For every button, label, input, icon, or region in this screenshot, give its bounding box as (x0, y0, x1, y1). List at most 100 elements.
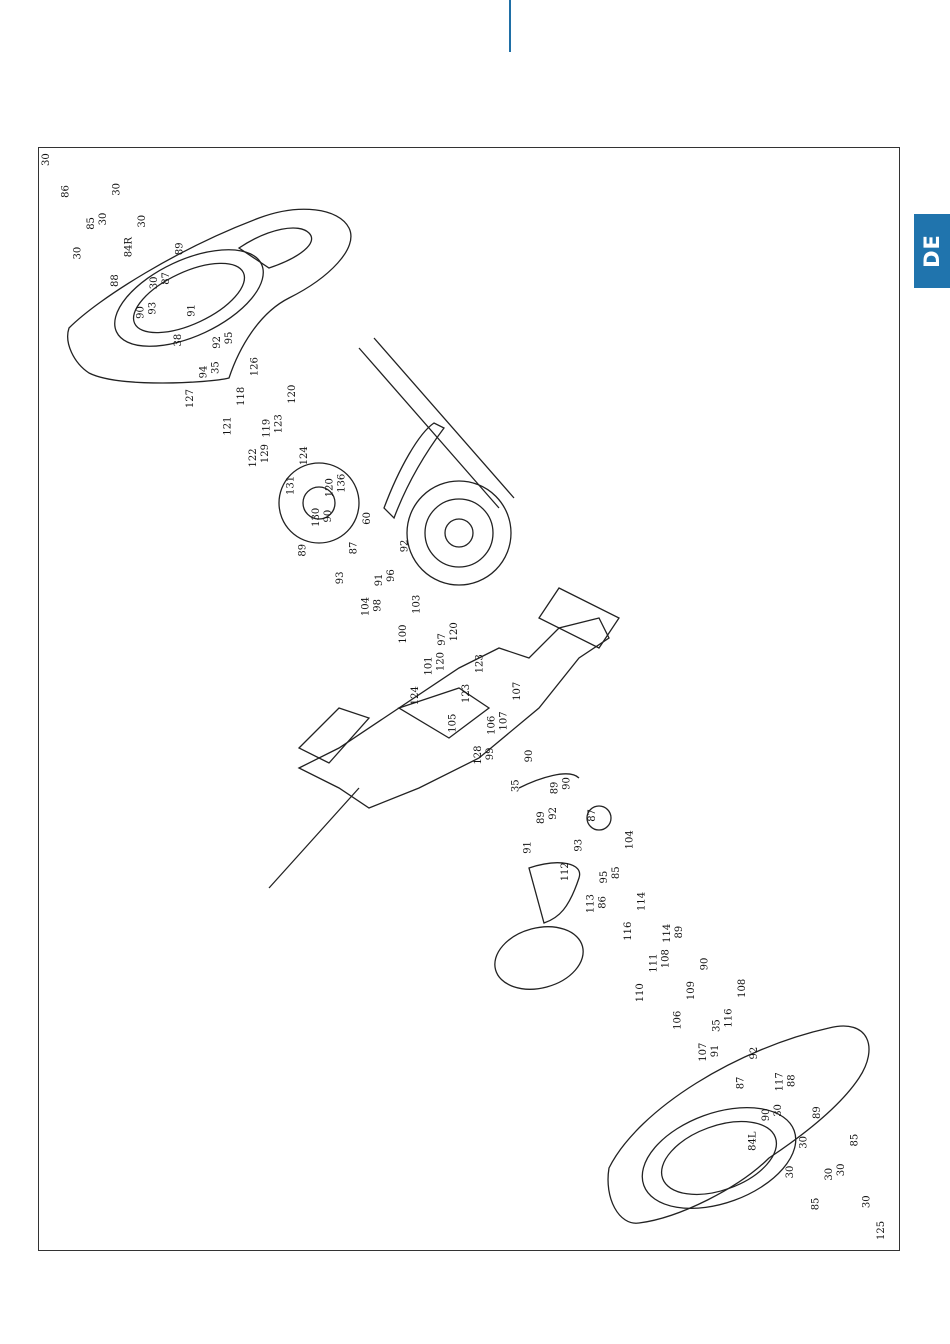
part-number-label: 112 (560, 862, 571, 881)
part-number-label: 30 (112, 183, 123, 196)
part-number-label: 136 (337, 474, 348, 493)
part-number-label: 113 (586, 894, 597, 913)
part-number-label: 30 (149, 276, 160, 289)
part-number-label: 89 (550, 782, 561, 795)
part-number-label: 107 (512, 682, 523, 701)
part-number-label: 87 (161, 272, 172, 285)
part-number-label: 90 (562, 777, 573, 790)
part-number-label: 93 (574, 839, 585, 852)
part-number-label: 128 (473, 746, 484, 765)
part-number-label: 114 (637, 892, 648, 911)
brake-disc (494, 926, 584, 990)
part-number-label: 129 (260, 444, 271, 463)
main-frame (297, 617, 610, 809)
part-number-label: 120 (287, 385, 298, 404)
crank-link (518, 773, 580, 789)
part-number-label: 30 (799, 1136, 810, 1149)
part-number-label: 103 (412, 595, 423, 614)
part-number-label: 119 (262, 419, 273, 438)
part-number-label: 91 (374, 574, 385, 587)
part-number-label: 99 (485, 747, 496, 760)
part-number-label: 91 (187, 304, 198, 317)
part-number-label: 30 (785, 1166, 796, 1179)
part-number-label: 91 (710, 1045, 721, 1058)
part-number-label: 125 (876, 1221, 887, 1240)
part-number-label: 84L (748, 1131, 759, 1151)
part-number-label: 85 (86, 217, 97, 230)
part-number-label: 116 (623, 922, 634, 941)
part-number-label: 91 (523, 841, 534, 854)
part-number-label: 123 (274, 414, 285, 433)
part-number-label: 95 (599, 871, 610, 884)
part-number-label: 30 (773, 1104, 784, 1117)
part-number-label: 30 (98, 213, 109, 226)
part-number-label: 90 (136, 306, 147, 319)
part-number-label: 85 (811, 1198, 822, 1211)
part-number-label: 30 (862, 1195, 873, 1208)
part-number-label: 92 (400, 540, 411, 553)
part-number-label: 30 (824, 1168, 835, 1181)
part-number-label: 94 (199, 366, 210, 379)
drive-belt (383, 422, 445, 520)
part-number-label: 127 (185, 389, 196, 408)
part-number-label: 101 (424, 656, 435, 675)
part-number-label: 120 (325, 478, 336, 497)
part-number-label: 86 (598, 896, 609, 909)
part-number-label: 124 (410, 686, 421, 705)
part-number-label: 122 (248, 448, 259, 467)
part-number-label: 105 (448, 714, 459, 733)
part-number-label: 90 (524, 750, 535, 763)
part-number-label: 92 (749, 1047, 760, 1060)
part-number-label: 120 (436, 652, 447, 671)
part-number-label: 89 (536, 811, 547, 824)
part-number-label: 84R (124, 237, 135, 258)
part-number-label: 104 (361, 597, 372, 616)
part-number-label: 98 (373, 599, 384, 612)
part-number-label: 89 (298, 544, 309, 557)
part-number-label: 106 (673, 1011, 684, 1030)
part-number-label: 116 (724, 1009, 735, 1028)
part-number-label: 86 (61, 185, 72, 198)
part-number-label: 35 (712, 1019, 723, 1032)
part-number-label: 121 (223, 417, 234, 436)
lower-belt (528, 862, 581, 924)
part-number-label: 117 (775, 1072, 786, 1091)
cover-left (607, 1025, 870, 1224)
part-number-label: 90 (700, 958, 711, 971)
header-divider-line (509, 0, 511, 52)
part-number-label: 107 (499, 711, 510, 730)
part-number-label: 124 (299, 446, 310, 465)
part-number-label: 90 (761, 1108, 772, 1121)
language-tab[interactable]: DE (914, 214, 950, 288)
part-number-label: 30 (137, 215, 148, 228)
part-number-label: 107 (698, 1043, 709, 1062)
language-tab-label: DE (920, 234, 944, 268)
part-number-label: 60 (362, 512, 373, 525)
part-number-label: 120 (449, 622, 460, 641)
part-number-label: 90 (323, 510, 334, 523)
cover-left-disc (641, 1106, 797, 1210)
part-number-label: 38 (173, 334, 184, 347)
part-number-label: 92 (212, 336, 223, 349)
part-number-label: 85 (611, 866, 622, 879)
flywheel-upper (278, 462, 360, 544)
cover-right-disc (114, 249, 264, 347)
part-number-label: 85 (850, 1134, 861, 1147)
part-number-label: 89 (175, 242, 186, 255)
part-number-label: 35 (511, 779, 522, 792)
part-number-label: 130 (311, 508, 322, 527)
part-number-label: 96 (386, 569, 397, 582)
console-cable (268, 787, 360, 889)
part-number-label: 35 (211, 361, 222, 374)
diagram-svg: 3086853030303084R30898890879192933894951… (41, 153, 887, 1240)
part-number-label: 106 (487, 716, 498, 735)
part-number-label: 109 (686, 981, 697, 1000)
part-number-label: 126 (250, 357, 261, 376)
part-number-label: 87 (736, 1077, 747, 1090)
part-number-label: 30 (836, 1163, 847, 1176)
part-number-label: 118 (236, 387, 247, 406)
part-number-label: 97 (437, 633, 448, 646)
part-number-label: 100 (398, 625, 409, 644)
part-number-label: 108 (737, 979, 748, 998)
